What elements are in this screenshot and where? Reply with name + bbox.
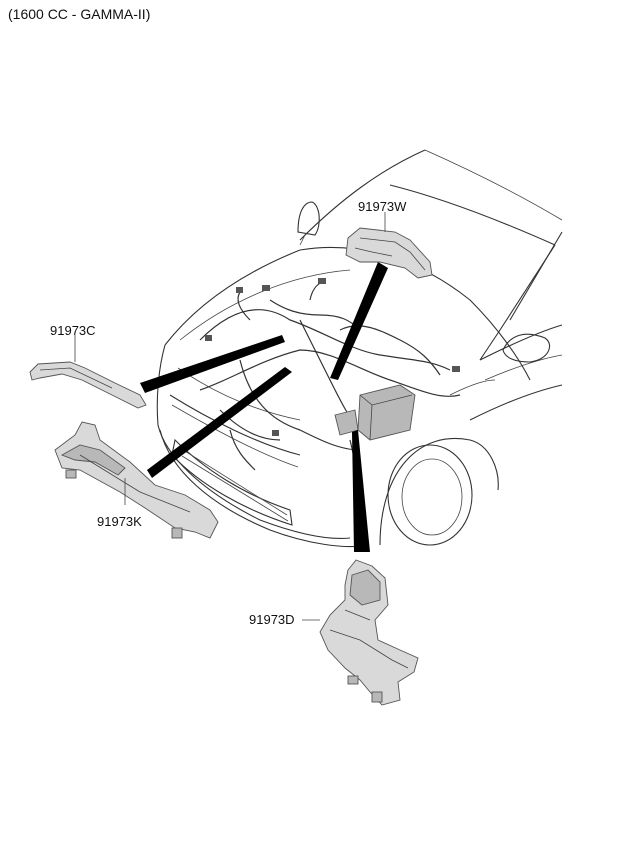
engine-label: (1600 CC - GAMMA-II) [8, 6, 151, 22]
part-91973d [302, 559, 419, 706]
part-91973w [345, 212, 433, 279]
part-label-91973k: 91973K [97, 514, 142, 529]
part-91973k [54, 421, 219, 539]
part-label-91973d: 91973D [249, 612, 295, 627]
pointer-wedges [140, 262, 388, 552]
part-label-91973w: 91973W [358, 199, 407, 214]
pointer-d [352, 430, 370, 552]
pointer-k [147, 367, 292, 478]
wiring-harness [199, 278, 461, 504]
pointer-c [140, 335, 285, 393]
part-label-91973c: 91973C [50, 323, 96, 338]
pointer-w [330, 262, 388, 380]
part-91973c [29, 335, 147, 409]
